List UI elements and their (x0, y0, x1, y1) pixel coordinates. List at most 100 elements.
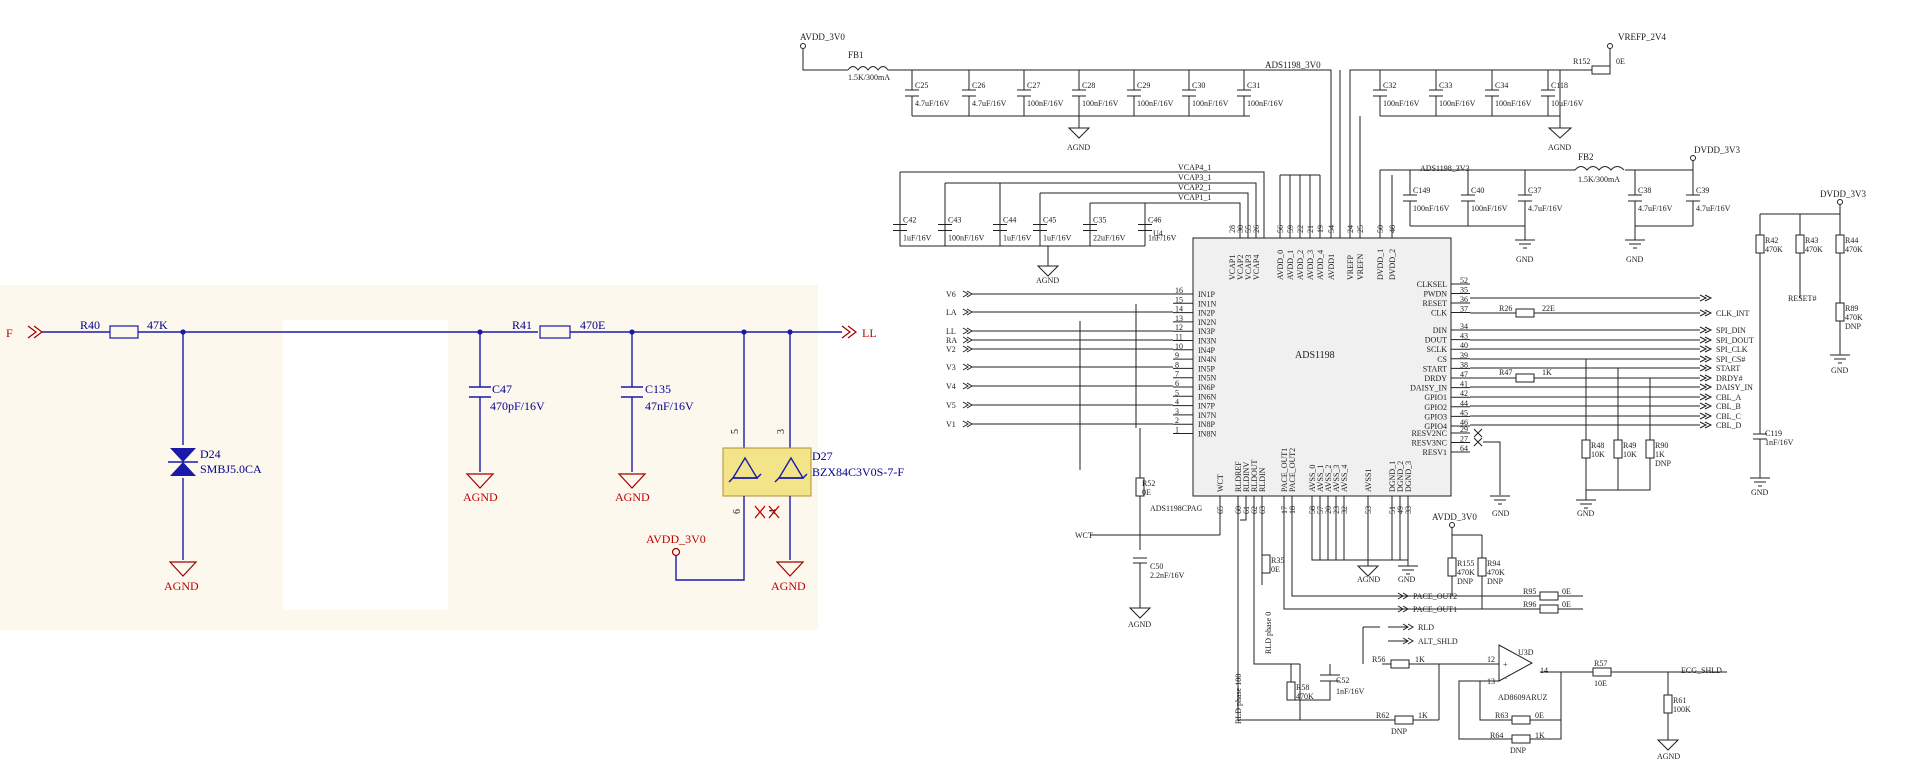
output-port-label: RLD (1418, 623, 1434, 632)
ic-pin-name: RLDIN (1258, 467, 1267, 492)
output-port-label: CBL_D (1716, 421, 1742, 430)
r94-resistor-value: 470K (1487, 568, 1505, 577)
ic-pin-number: 48 (1388, 225, 1397, 233)
c119-cap (1750, 428, 1770, 487)
avdd-rail (802, 49, 1332, 240)
c119-value: 1nF/16V (1765, 438, 1794, 447)
r52-value: 0E (1142, 488, 1151, 497)
ic-pin-number: 59 (1286, 225, 1295, 233)
ic-name: ADS1198 (1295, 350, 1335, 361)
ic-pin-number: 45 (1460, 408, 1468, 417)
ic-pin-name: DAISY_IN (1410, 384, 1447, 393)
r64-value: 1K (1535, 731, 1545, 740)
r63-ref: R63 (1495, 711, 1508, 720)
avdd-pin-wires (1279, 174, 1321, 238)
capacitor-value: 100nF/16V (1247, 99, 1284, 108)
ads-3v3-net: ADS1198_3V3 (1420, 164, 1469, 173)
r96-value: 0E (1562, 600, 1571, 609)
output-port-arrow (1470, 345, 1713, 353)
agnd-label: AGND (771, 579, 806, 593)
r152-resistor (1591, 65, 1611, 75)
input-port-arrow (962, 401, 1173, 409)
capacitor-value: 4.7uF/16V (915, 99, 950, 108)
r41-resistor (539, 325, 571, 339)
r64-ref: R64 (1490, 731, 1503, 740)
r63-value: 0E (1535, 711, 1544, 720)
input-port-label: LA (946, 308, 957, 317)
no-connect-marks (1473, 428, 1483, 447)
r43-resistor-ref: R43 (1805, 236, 1818, 245)
r26-ref: R26 (1499, 304, 1512, 313)
vcap-returns (899, 172, 1146, 247)
d27-bottom-wires (675, 496, 791, 581)
dvdd-links (1409, 170, 1636, 180)
c50-ref: C50 (1150, 562, 1163, 571)
ic-pin-number: 28 (1228, 225, 1237, 233)
capacitor-value: 100nF/16V (1192, 99, 1229, 108)
ic-pin-name: DOUT (1425, 336, 1447, 345)
ground-pin-wires (1311, 496, 1409, 561)
c52-value: 1nF/16V (1336, 687, 1365, 696)
r42-resistor-ref: R42 (1765, 236, 1778, 245)
output-port-label: ECG_SHLD (1681, 666, 1722, 675)
ic-pin-name: AVDD_2 (1296, 250, 1305, 280)
d27-zener-bars (728, 473, 808, 483)
capacitor (1461, 170, 1475, 226)
ic-pin-name: GPIO3 (1424, 412, 1447, 421)
agnd-symbol (465, 473, 495, 489)
ic-pin-number: 64 (1460, 444, 1468, 453)
input-port-arrow (962, 336, 1173, 344)
r48-resistor-ref: R48 (1591, 441, 1604, 450)
output-port-arrow (1470, 412, 1713, 420)
capacitor (1127, 70, 1141, 116)
ic-pin-number: 4 (1175, 398, 1179, 407)
capacitor-value: 10uF/16V (1551, 99, 1584, 108)
agnd-symbol (1036, 246, 1060, 277)
d27-pin5: 5 (730, 429, 741, 434)
ads-3v0-net: ADS1198_3V0 (1265, 60, 1321, 70)
ic-pin-name: IN6N (1198, 392, 1216, 401)
ic-pin-name: DIN (1433, 326, 1447, 335)
capacitor (1182, 70, 1196, 116)
r57-value: 10E (1594, 679, 1607, 688)
r61-resistor-value: 100K (1673, 705, 1691, 714)
capacitor (1541, 70, 1555, 116)
gpio-pulldowns (1576, 359, 1651, 509)
ic-pin-number: 22 (1296, 225, 1305, 233)
u3d-pin14: 14 (1540, 666, 1548, 675)
input-port-label: LL (946, 327, 956, 336)
ic-pin-number: 16 (1175, 286, 1183, 295)
r152-ref: R152 (1573, 57, 1590, 66)
r56-value: 1K (1415, 655, 1425, 664)
output-port-label: START (1716, 364, 1740, 373)
input-port-label: V2 (946, 345, 956, 354)
capacitor-value: 100nF/16V (1471, 204, 1508, 213)
ic-pin-name: IN5P (1198, 364, 1215, 373)
capacitor-value: 1uF/16V (903, 234, 932, 243)
output-port-label: ALT_SHLD (1418, 637, 1458, 646)
ic-pin-number: 24 (1346, 225, 1355, 233)
vcap1-net: VCAP1_1 (1178, 193, 1211, 202)
ic-pin-name: VREFN (1356, 254, 1365, 280)
d24-ref: D24 (200, 447, 221, 461)
output-port-label: CBL_C (1716, 412, 1741, 421)
gnd-symbol (1830, 321, 1850, 364)
d27-wires (743, 332, 791, 448)
gnd-label: GND (1831, 366, 1849, 375)
ic-pin-name: IN1P (1198, 290, 1215, 299)
capacitor (962, 70, 976, 116)
vrefp-label: VREFP_2V4 (1618, 32, 1667, 42)
input-port-label: F (6, 326, 13, 340)
ic-pin-name: IN2N (1198, 318, 1216, 327)
r62-note: DNP (1391, 727, 1408, 736)
ic-pin-number: 12 (1175, 323, 1183, 332)
output-port-arrow (1470, 336, 1713, 344)
avdd-port (1449, 522, 1455, 528)
ic-pin-number: 39 (1460, 351, 1468, 360)
left-protection-circuit: F R40 47K R41 470E LL D24 SMBJ5.0CA AGND… (6, 318, 904, 593)
ic-pin-number: 29 (1460, 425, 1468, 434)
ic-pin-name: WCT (1216, 474, 1225, 492)
agnd-label: AGND (463, 490, 498, 504)
ic-pin-name: SCLK (1427, 345, 1448, 354)
capacitor-ref: C46 (1148, 216, 1161, 225)
